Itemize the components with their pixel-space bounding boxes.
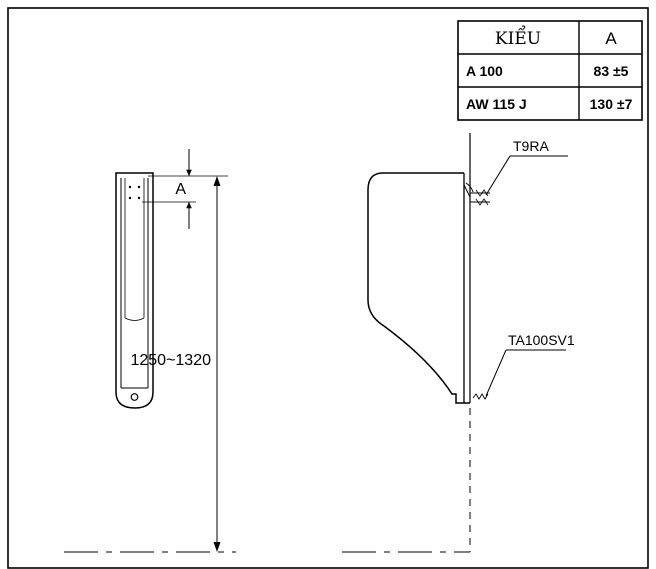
table-row-2-model: AW 115 J (466, 96, 527, 112)
mounting-height-dimension: 1250~1320 (130, 175, 228, 552)
drawing-border (7, 7, 649, 569)
table-row-1-model: A 100 (466, 63, 503, 79)
mounting-height-label: 1250~1320 (130, 352, 211, 369)
front-view-outline (115, 172, 154, 409)
table-header-dimension: A (605, 29, 617, 48)
spec-table: KIỂU A A 100 83 ±5 AW 115 J 130 ±7 (457, 20, 643, 121)
side-view (367, 133, 474, 552)
callout-t9ra-label: T9RA (513, 138, 549, 154)
drain-hole (130, 393, 139, 401)
callout-ta100sv1-label: TA100SV1 (508, 332, 575, 348)
table-header-model: KIỂU (495, 26, 541, 49)
dimension-a-label: A (175, 181, 186, 198)
callout-t9ra: T9RA (470, 138, 568, 206)
callout-ta100sv1: TA100SV1 (472, 332, 575, 400)
side-view-body (367, 172, 470, 404)
front-view (115, 172, 154, 409)
table-row-1-value: 83 ±5 (594, 63, 629, 79)
spec-table-frame (457, 20, 643, 121)
table-row-2-value: 130 ±7 (590, 96, 633, 112)
dimension-a: A (142, 149, 196, 229)
